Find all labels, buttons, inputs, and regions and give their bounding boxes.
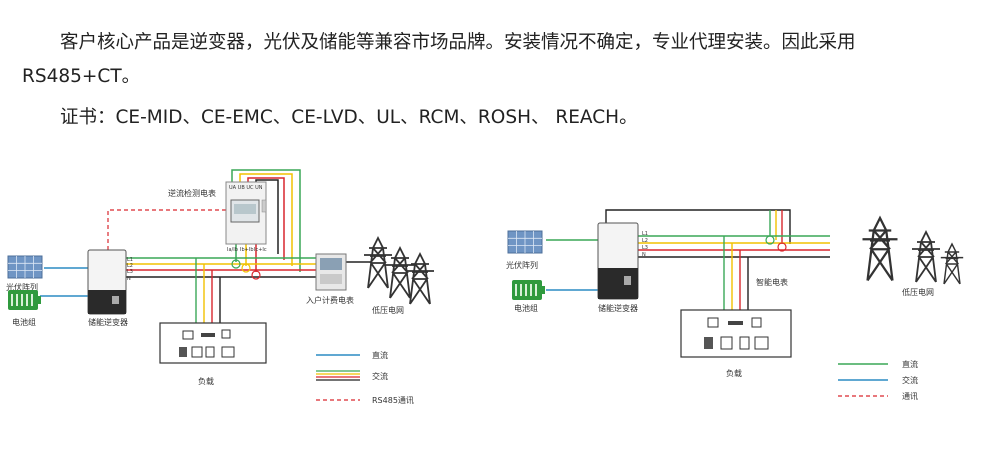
legend-dc: 直流 [372,350,388,360]
load-label: 负载 [198,376,214,386]
battery-icon [511,279,546,301]
line-label: N [127,276,131,282]
legend-comm-right: 通讯 [902,391,918,401]
load-box-left [159,322,267,364]
load-label-right: 负载 [726,368,742,378]
certificate-paragraph: 证书：CE-MID、CE-EMC、CE-LVD、UL、RCM、ROSH、 REA… [60,107,638,128]
intro-paragraph: 客户核心产品是逆变器，光伏及储能等兼容市场品牌。安装情况不确定，专业代理安装。因… [22,32,856,87]
line-label: L1 [642,231,648,237]
line-label: L2 [127,263,133,269]
reverse-current-meter: UA UB UC UN Ia/Ib Ib+Ib Ic+Ic [225,181,267,253]
meter-terminal-a: Ia/Ib [227,247,238,253]
inverter-label-right: 储能逆变器 [598,303,638,313]
solar-panel-icon [507,230,543,254]
billing-meter [315,253,347,291]
pylon-icon [911,231,941,283]
pylon-icon [940,243,964,285]
battery-label: 电池组 [12,317,36,327]
ct-ring-icon [231,259,241,269]
load-box-right [680,309,792,358]
inverter-left [87,249,127,315]
ct-ring-icon [777,242,787,252]
ct-ring-icon [241,263,251,273]
solar-panel-icon [7,255,43,279]
legend-ac-right: 交流 [902,375,918,385]
line-label: L2 [642,238,648,244]
ct-ring-icon [765,235,775,245]
billing-meter-label: 入户计费电表 [306,295,354,305]
rs485-link [107,209,226,250]
inverter-label: 储能逆变器 [88,317,128,327]
pv-label-right: 光伏阵列 [506,260,538,270]
battery-label-right: 电池组 [514,303,538,313]
legend-left: 直流 交流 RS485通讯 [316,350,414,405]
pylon-icon [861,216,899,282]
line-label: L3 [642,245,648,251]
meter-terminal-c: Ic+Ic [254,247,267,253]
left-diagram: UA UB UC UN Ia/Ib Ib+Ib Ic+Ic 逆流检测电表 L1 … [6,169,435,405]
smart-meter-label: 智能电表 [756,277,788,287]
line-label: L1 [127,257,133,263]
pylon-icon [363,237,393,289]
meter-title: 逆流检测电表 [168,188,216,198]
ct-ring-icon [251,270,261,280]
legend-right: 直流 交流 通讯 [838,359,918,401]
grid-label: 低压电网 [372,305,404,315]
inverter-right [597,222,639,300]
battery-icon [7,289,42,311]
grid-label-right: 低压电网 [902,287,934,297]
line-label: L3 [127,269,133,275]
right-diagram: L1 L2 L3 N 储能逆变器 光伏阵列 电池组 智能电表 低压电网 负载 [506,209,964,401]
pv-label: 光伏阵列 [6,282,38,292]
meter-top-terminals: UA UB UC UN [229,185,263,191]
pylon-icon [405,253,435,305]
legend-dc-right: 直流 [902,359,918,369]
comm-link [605,209,791,244]
legend-ac: 交流 [372,371,388,381]
meter-terminal-b: Ib+Ib [240,247,254,253]
line-label: N [642,252,646,258]
legend-rs485: RS485通讯 [372,395,414,405]
